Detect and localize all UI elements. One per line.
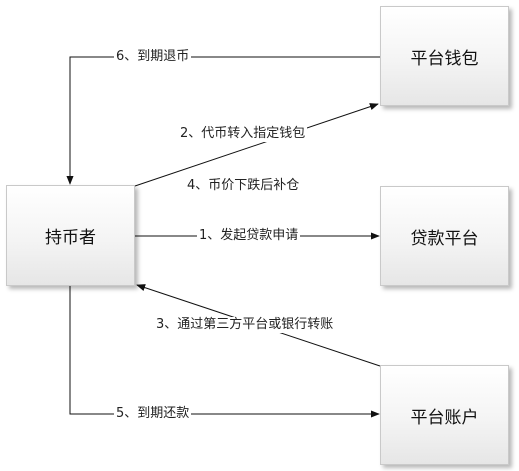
edge-1-label: 1、发起贷款申请: [197, 228, 301, 244]
edge-6-label: 6、到期退币: [114, 49, 192, 65]
edge-2-label: 2、代币转入指定钱包: [178, 126, 308, 142]
node-wallet: 平台钱包: [380, 6, 509, 106]
node-loan-platform: 贷款平台: [380, 186, 509, 286]
edge-5-line: [69, 286, 380, 418]
node-holder: 持币者: [6, 185, 135, 286]
edge-5-label: 5、到期还款: [114, 406, 192, 422]
edge-4-label: 4、币价下跌后补仓: [185, 178, 302, 194]
node-wallet-label: 平台钱包: [410, 48, 479, 69]
node-loan-platform-label: 贷款平台: [410, 228, 479, 249]
edge-2-line: [134, 103, 379, 187]
node-account: 平台账户: [380, 365, 509, 465]
node-account-label: 平台账户: [410, 407, 479, 428]
node-holder-label: 持币者: [45, 228, 96, 248]
edge-6-line: [66, 56, 380, 185]
edge-3-label: 3、通过第三方平台或银行转账: [154, 317, 336, 333]
